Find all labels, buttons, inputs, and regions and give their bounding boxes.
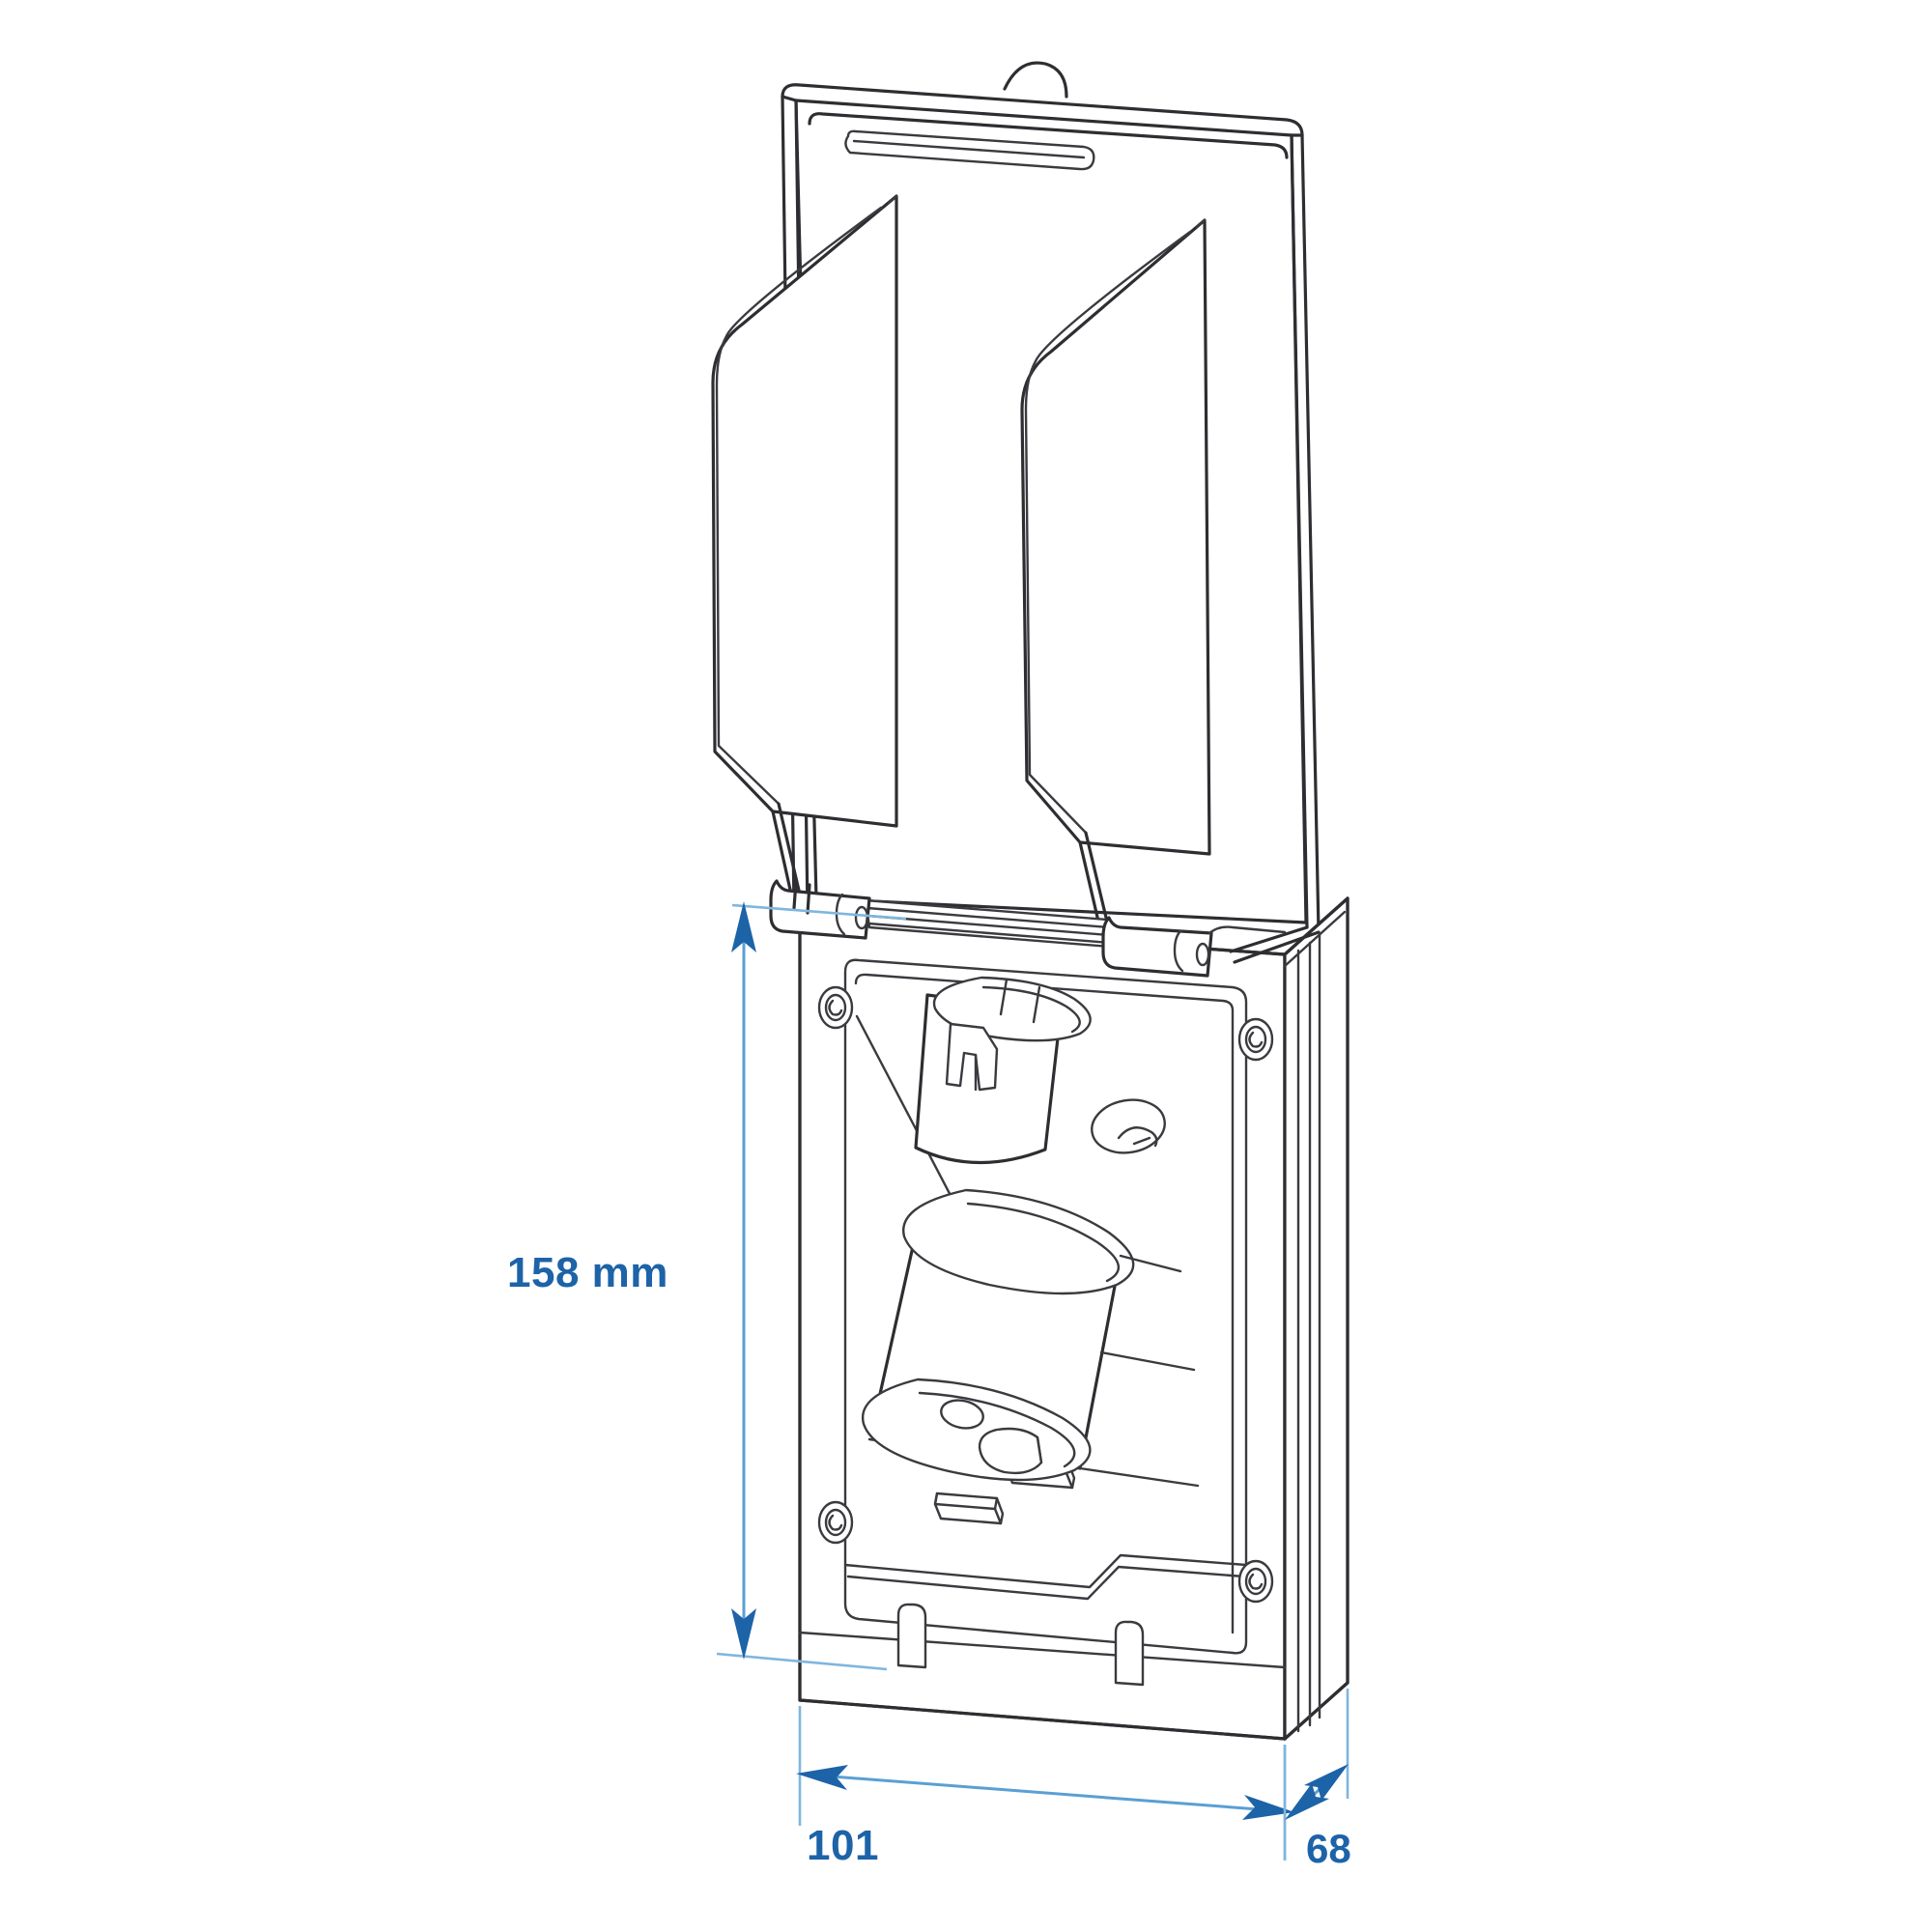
left-gasket-flap (711, 194, 898, 900)
hinge-assembly (769, 879, 1321, 978)
cee-socket-inlet (861, 976, 1200, 1488)
screw-top-left (817, 985, 854, 1030)
right-gasket-flap (1020, 218, 1211, 927)
dimension-depth-68: 68 (1283, 1689, 1351, 1871)
dimension-height-label: 158 mm (507, 1249, 668, 1296)
dimension-height-158mm: 158 mm (507, 901, 907, 1671)
right-hinge-barrel (1101, 916, 1213, 978)
screw-bottom-left (817, 1500, 854, 1545)
screw-bottom-right (1237, 1559, 1274, 1604)
dimension-width-101: 101 (796, 1706, 1294, 1869)
dimension-width-label: 101 (807, 1822, 879, 1869)
screw-top-right (1237, 1017, 1274, 1062)
dimension-depth-label: 68 (1306, 1826, 1351, 1871)
